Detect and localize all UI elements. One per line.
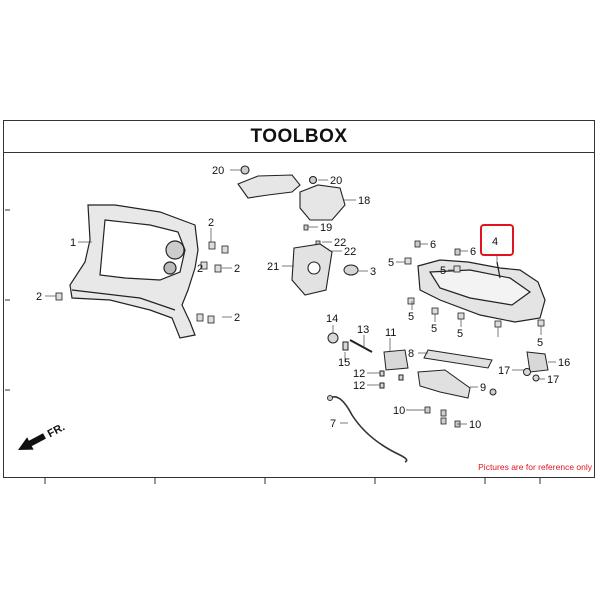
- callout-5: 5: [440, 265, 446, 277]
- part-18-bracket: [237, 165, 346, 221]
- part-5-clips: [404, 257, 545, 328]
- callout-2: 2: [36, 291, 42, 303]
- callout-2: 2: [234, 312, 240, 324]
- callout-5: 5: [408, 311, 414, 323]
- callout-2: 2: [197, 263, 203, 275]
- callout-6: 6: [470, 246, 476, 258]
- callout-20: 20: [212, 165, 224, 177]
- callout-5: 5: [388, 257, 394, 269]
- callout-19: 19: [320, 222, 332, 234]
- callout-15: 15: [338, 357, 350, 369]
- part-7-cable: [329, 396, 408, 463]
- part-2-clips: [55, 241, 229, 324]
- part-6-bolts: [414, 240, 461, 256]
- part-8-9-rails: [417, 349, 497, 399]
- highlight-box-part-4: [480, 224, 514, 256]
- diagram-frame: [3, 120, 595, 478]
- callout-10: 10: [469, 419, 481, 431]
- callout-13: 13: [357, 324, 369, 336]
- callout-4: 4: [492, 236, 498, 248]
- callout-9: 9: [480, 382, 486, 394]
- callout-2: 2: [208, 217, 214, 229]
- part-16-17-latch: [523, 351, 549, 382]
- part-11-15-hardware: [327, 332, 409, 389]
- callout-12: 12: [353, 380, 365, 392]
- callout-12: 12: [353, 368, 365, 380]
- callout-17: 17: [547, 374, 559, 386]
- callout-22: 22: [334, 237, 346, 249]
- title-bar: TOOLBOX: [3, 120, 595, 153]
- callout-11: 11: [385, 327, 396, 339]
- callout-17: 17: [498, 365, 510, 377]
- callout-7: 7: [330, 418, 336, 430]
- diagram-title: TOOLBOX: [250, 126, 348, 147]
- part-1-inner-frame: [69, 204, 199, 339]
- callout-8: 8: [408, 348, 414, 360]
- callout-5: 5: [537, 337, 543, 349]
- callout-5: 5: [431, 323, 437, 335]
- part-10-bolts: [424, 406, 461, 428]
- callout-21: 21: [267, 261, 279, 273]
- callout-20: 20: [330, 175, 342, 187]
- callout-10: 10: [393, 405, 405, 417]
- callout-1: 1: [70, 237, 76, 249]
- front-direction-arrow: FR.: [18, 421, 67, 450]
- callout-labels: 1 2 2 2 2 2 3 4 5 5 5 5 5 5 6 6 7 8 9 10…: [36, 165, 570, 431]
- part-4-toolbox-tray: [417, 259, 546, 323]
- callout-16: 16: [558, 357, 570, 369]
- callout-6: 6: [430, 239, 436, 251]
- callout-22: 22: [344, 246, 356, 258]
- reference-note: Pictures are for reference only: [478, 462, 592, 472]
- callout-18: 18: [358, 195, 370, 207]
- part-21-cover: [291, 243, 333, 296]
- callout-3: 3: [370, 266, 376, 278]
- front-direction-label: FR.: [46, 421, 67, 440]
- part-3-grommet: [343, 264, 359, 276]
- callout-5: 5: [457, 328, 463, 340]
- callout-14: 14: [326, 313, 338, 325]
- callout-2: 2: [234, 263, 240, 275]
